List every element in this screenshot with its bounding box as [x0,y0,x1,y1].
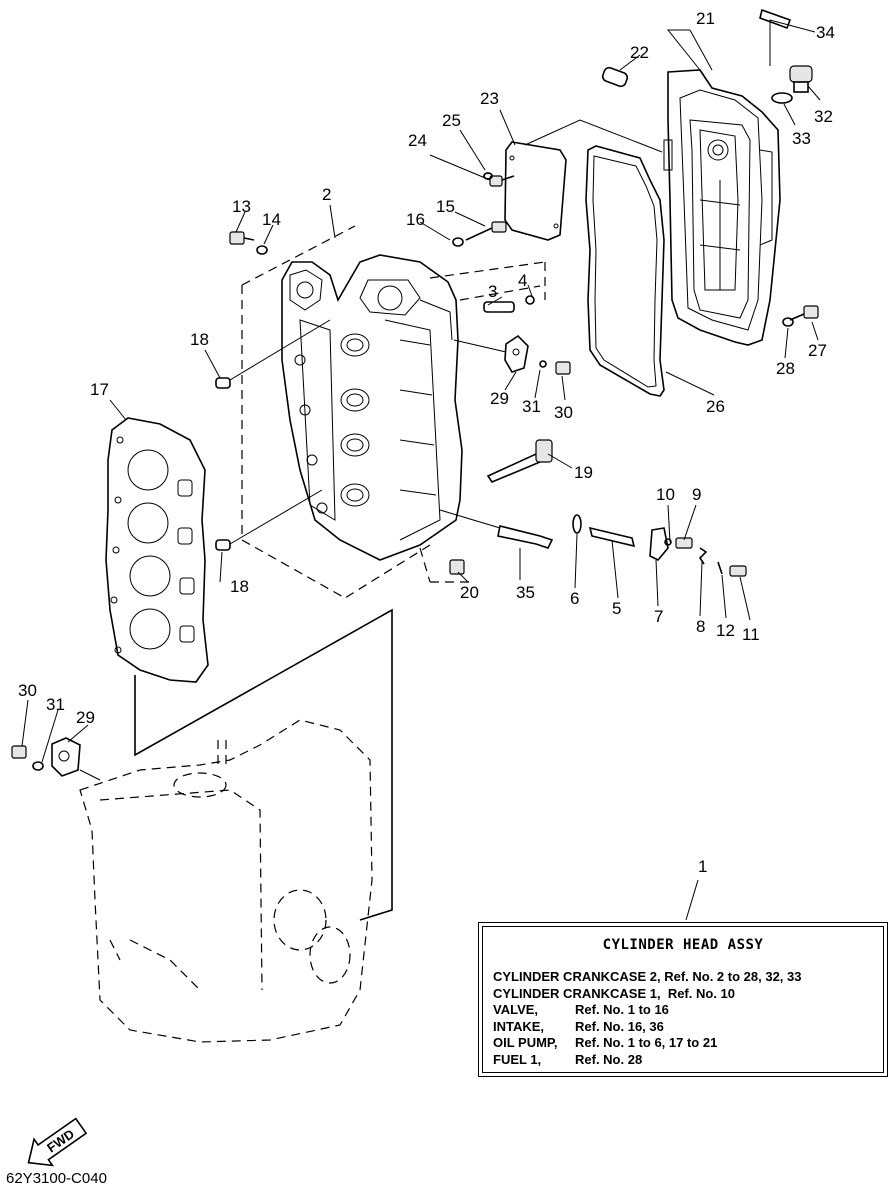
callout-25: 25 [442,111,461,130]
reference-key: FUEL 1, [493,1051,542,1067]
callout-16: 16 [406,210,425,229]
assembly-reference-box: CYLINDER HEAD ASSY CYLINDER CRANKCASE 2,… [478,922,888,1077]
assembly-outline [241,225,546,599]
o-ring-33 [771,92,793,104]
callout-9: 9 [692,485,701,504]
callout-18a: 18 [190,330,209,349]
reference-row: CYLINDER CRANKCASE 2, Ref. No. 2 to 28, … [493,969,801,986]
reference-key: CYLINDER CRANKCASE 1, [493,985,661,1001]
callout-28: 28 [776,359,795,378]
callout-31a: 31 [522,397,541,416]
callout-22: 22 [630,43,649,62]
reference-value: Ref. No. 2 to 28, 32, 33 [664,969,802,984]
callout-23: 23 [480,89,499,108]
callout-15: 15 [436,197,455,216]
plug-22 [601,66,629,88]
cylinder-head [281,254,463,561]
reference-value: Ref. No. 28 [575,1051,643,1067]
assembly-reference-list: CYLINDER CRANKCASE 2, Ref. No. 2 to 28, … [493,969,801,1068]
reference-value: Ref. No. 10 [667,985,735,1001]
reference-row: OIL PUMP, Ref. No. 1 to 6, 17 to 21 [493,1035,801,1052]
reference-row: FUEL 1, Ref. No. 28 [493,1052,801,1069]
drawing-code: 62Y3100-C040 [6,1170,107,1187]
callout-29b: 29 [76,708,95,727]
assembly-reference-inner-frame: CYLINDER HEAD ASSY CYLINDER CRANKCASE 2,… [482,926,884,1073]
leader-lines [21,19,821,921]
callout-20: 20 [460,583,479,602]
callout-33: 33 [792,129,811,148]
cylinder-head-cover [663,69,781,346]
callout-5: 5 [612,599,621,618]
reference-value: Ref. No. 1 to 16 [575,1002,669,1017]
callout-30b: 30 [18,681,37,700]
callout-12: 12 [716,621,735,640]
reference-value: Ref. No. 1 to 6, 17 to 21 [575,1035,718,1050]
bolts [11,172,819,781]
fwd-arrow-icon: FWD [27,1117,88,1167]
callout-14: 14 [262,210,281,229]
reference-key: OIL PUMP, [493,1035,558,1050]
callout-13: 13 [232,197,251,216]
callout-27: 27 [808,341,827,360]
callout-1: 1 [698,857,707,876]
reference-row: CYLINDER CRANKCASE 1, Ref. No. 10 [493,986,801,1003]
callout-19: 19 [574,463,593,482]
callout-31b: 31 [46,695,65,714]
filler-cap-32 [789,65,813,93]
head-gasket [105,417,209,683]
callout-2: 2 [322,185,331,204]
reference-row: INTAKE, Ref. No. 16, 36 [493,1019,801,1036]
callout-10: 10 [656,485,675,504]
callout-4: 4 [518,271,527,290]
cover-plate [504,141,567,241]
callout-7: 7 [654,607,663,626]
callout-29a: 29 [490,389,509,408]
reference-row: VALVE, Ref. No. 1 to 16 [493,1002,801,1019]
reference-key: INTAKE, [493,1018,545,1034]
assembly-title: CYLINDER HEAD ASSY [602,937,764,953]
callout-26: 26 [706,397,725,416]
callout-17: 17 [90,380,109,399]
callout-3: 3 [488,282,497,301]
callout-32: 32 [814,107,833,126]
callout-21: 21 [696,9,715,28]
cylinder-block-ghost [79,719,373,1043]
reference-key: VALVE, [493,1002,539,1017]
label-34 [759,8,792,30]
callout-11: 11 [742,625,760,644]
callout-30a: 30 [554,403,573,422]
callout-6: 6 [570,589,579,608]
callout-numbers: 1 2 3 4 5 6 7 8 9 10 11 12 13 14 15 16 1… [18,9,835,876]
block-leader [134,608,393,921]
callout-24: 24 [408,131,427,150]
cover-gasket [585,145,665,397]
callout-8: 8 [696,617,705,636]
callout-18b: 18 [230,577,249,596]
reference-value: Ref. No. 16, 36 [575,1018,664,1034]
callout-35: 35 [516,583,535,602]
callout-34: 34 [816,23,835,42]
reference-key: CYLINDER CRANKCASE 2, [493,969,661,984]
